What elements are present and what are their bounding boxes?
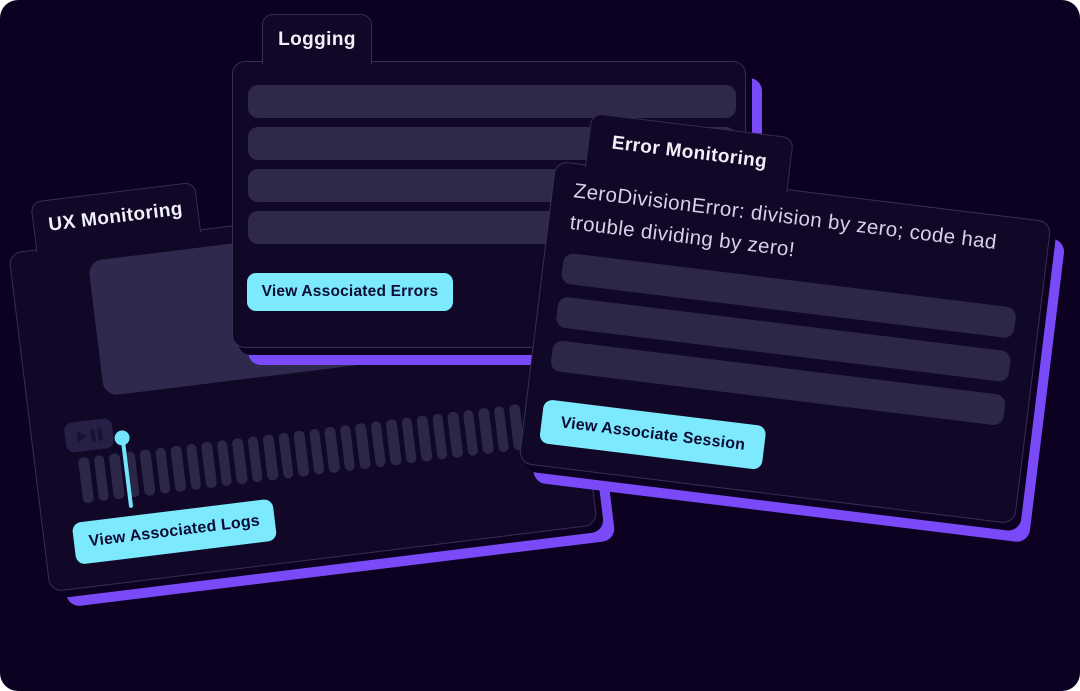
timeline-bar <box>462 409 479 457</box>
logging-card: Logging View Associated Errors <box>232 14 746 348</box>
timeline-bar <box>354 422 371 470</box>
play-pause-button[interactable] <box>63 417 115 454</box>
timeline-bar <box>446 411 463 459</box>
timeline-bar <box>231 437 248 485</box>
timeline-bar <box>139 449 156 497</box>
timeline-bar <box>246 435 263 483</box>
timeline-bar <box>339 424 356 472</box>
timeline-bar <box>400 417 417 464</box>
timeline-bar <box>477 407 494 455</box>
skeleton-row <box>248 85 736 118</box>
timeline-bar <box>200 441 217 489</box>
error-monitoring-card: Error Monitoring ZeroDivisionError: divi… <box>518 112 1052 525</box>
timeline-playhead-stem <box>120 441 134 509</box>
timeline-bar <box>93 454 110 502</box>
timeline-bar <box>385 418 402 466</box>
timeline-bar <box>293 430 310 478</box>
tab-logging[interactable]: Logging <box>262 14 372 64</box>
tab-ux-monitoring-label: UX Monitoring <box>47 198 184 236</box>
timeline-bar <box>308 428 325 476</box>
view-associated-errors-button[interactable]: View Associated Errors <box>247 273 453 311</box>
timeline-bar <box>216 439 233 487</box>
timeline-bar <box>323 426 340 474</box>
tab-error-monitoring-label: Error Monitoring <box>610 132 769 173</box>
timeline-bar <box>416 415 433 463</box>
timeline-bar <box>493 405 510 453</box>
timeline-bar <box>154 447 171 495</box>
timeline-bar <box>262 434 279 481</box>
timeline-bar <box>370 420 387 468</box>
tab-logging-label: Logging <box>278 28 356 50</box>
play-icon <box>75 429 88 443</box>
timeline-bar <box>431 413 448 461</box>
pause-icon <box>89 427 103 442</box>
timeline-bar <box>185 443 202 491</box>
timeline-bar <box>277 432 294 480</box>
timeline-bar <box>170 445 187 493</box>
